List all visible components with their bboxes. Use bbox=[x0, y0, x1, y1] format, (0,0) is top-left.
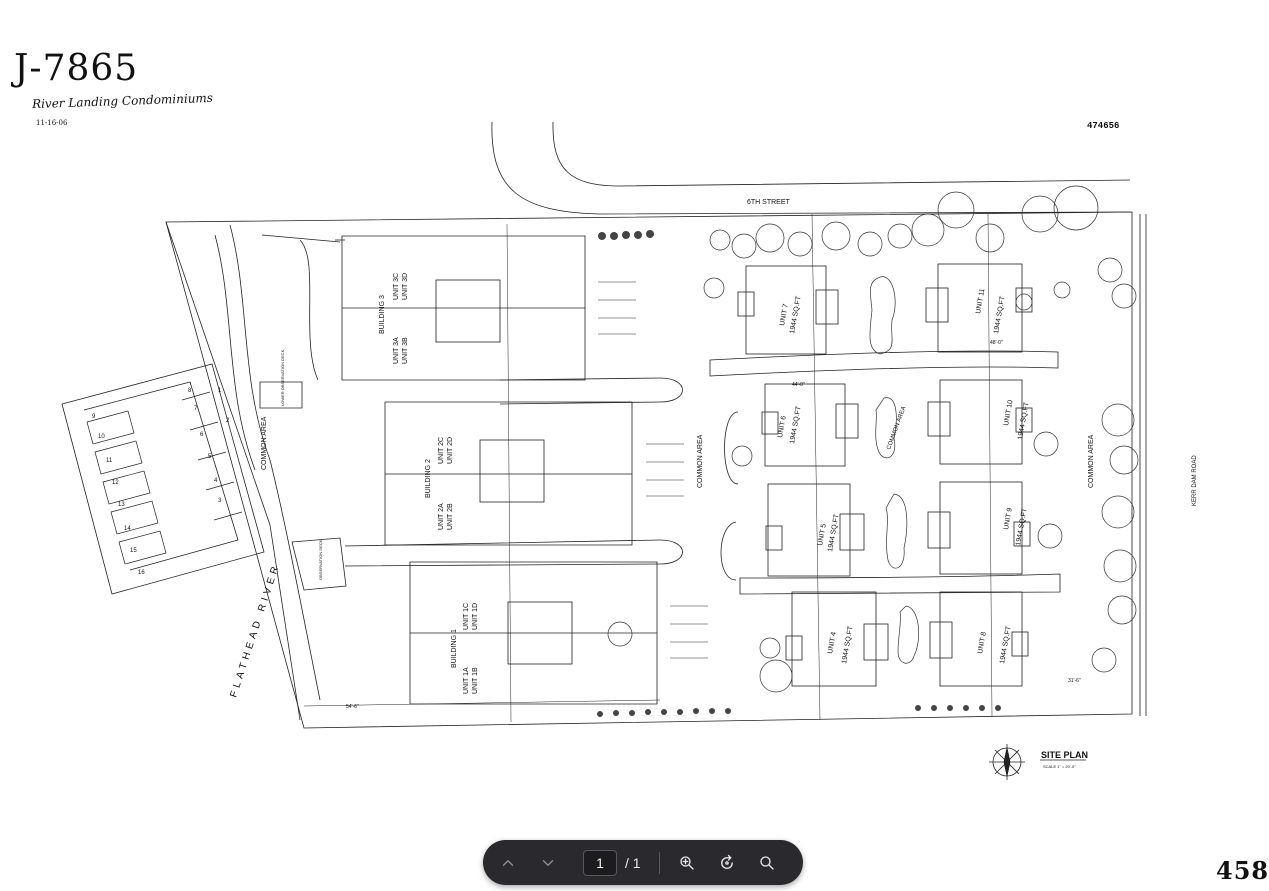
site-plan-title: SITE PLAN bbox=[1041, 750, 1088, 760]
unit-1b-label: UNIT 1B bbox=[472, 667, 479, 694]
unit-5-label: UNIT 5 bbox=[817, 523, 828, 546]
slip-number: 3 bbox=[218, 498, 222, 504]
unit-8-area: 1944 SQ.FT bbox=[999, 625, 1013, 664]
document-date: 11-16-06 bbox=[36, 119, 68, 127]
building-1-label: BUILDING 1 bbox=[451, 629, 458, 668]
unit-8-label: UNIT 8 bbox=[977, 631, 988, 654]
page-number-input[interactable] bbox=[583, 849, 617, 876]
common-area-right-label: COMMON AREA bbox=[1088, 434, 1095, 488]
building-2-label: BUILDING 2 bbox=[425, 459, 432, 498]
page-total: / 1 bbox=[625, 854, 641, 871]
unit-11-area: 1944 SQ.FT bbox=[993, 295, 1007, 334]
unit-10-area: 1944 SQ.FT bbox=[1017, 401, 1031, 440]
observation-deck-label: OBSERVATION DECK bbox=[318, 539, 323, 580]
slip-number: 12 bbox=[112, 480, 119, 486]
common-area-left-label: COMMON AREA bbox=[261, 416, 268, 470]
unit-3a-label: UNIT 3A bbox=[393, 337, 400, 364]
unit-2c-label: UNIT 2C bbox=[438, 437, 445, 464]
unit-9-area: 1944 SQ.FT bbox=[1015, 507, 1029, 546]
dimension-label: 31'-6" bbox=[1068, 678, 1081, 684]
road-label: KERR DAM ROAD bbox=[1192, 455, 1198, 506]
river-label: FLATHEAD RIVER bbox=[228, 562, 282, 699]
unit-1c-label: UNIT 1C bbox=[463, 603, 470, 630]
previous-page-button[interactable] bbox=[493, 848, 523, 878]
unit-4-area: 1944 SQ.FT bbox=[841, 625, 855, 664]
unit-7-label: UNIT 7 bbox=[779, 303, 790, 326]
building-3-label: BUILDING 3 bbox=[379, 295, 386, 334]
slip-number: 16 bbox=[138, 570, 145, 576]
unit-11-label: UNIT 11 bbox=[975, 288, 986, 314]
rotate-button[interactable] bbox=[712, 848, 742, 878]
unit-10-label: UNIT 10 bbox=[1003, 399, 1014, 426]
slip-number: 4 bbox=[214, 478, 218, 484]
unit-3c-label: UNIT 3C bbox=[393, 273, 400, 300]
slip-number: 6 bbox=[200, 432, 204, 438]
slip-number: 11 bbox=[106, 458, 113, 464]
unit-4-label: UNIT 4 bbox=[827, 631, 838, 654]
slip-number: 1 bbox=[218, 388, 222, 394]
unit-3b-label: UNIT 3B bbox=[402, 337, 409, 364]
next-page-button[interactable] bbox=[533, 848, 563, 878]
rotate-icon bbox=[720, 854, 733, 869]
stamp-number: 474656 bbox=[1087, 121, 1120, 131]
unit-5-area: 1944 SQ.FT bbox=[827, 513, 841, 552]
search-button[interactable] bbox=[752, 848, 782, 878]
pdf-viewer-toolbar: / 1 bbox=[483, 840, 803, 885]
unit-2d-label: UNIT 2D bbox=[447, 437, 454, 464]
toolbar-divider bbox=[658, 851, 660, 874]
unit-1a-label: UNIT 1A bbox=[463, 667, 470, 694]
zoom-in-button[interactable] bbox=[672, 848, 702, 878]
slip-number: 5 bbox=[208, 454, 212, 460]
slip-number: 2 bbox=[226, 418, 230, 424]
unit-7-area: 1944 SQ.FT bbox=[789, 295, 803, 334]
unit-3d-label: UNIT 3D bbox=[402, 273, 409, 300]
slip-number: 13 bbox=[118, 502, 125, 508]
slip-number: 10 bbox=[98, 434, 105, 440]
dimension-label: 48'-0" bbox=[990, 340, 1003, 346]
corner-page-number: 458 bbox=[1216, 856, 1269, 885]
unit-6-area: 1944 SQ.FT bbox=[789, 405, 803, 444]
dimension-label: 44'-0" bbox=[792, 382, 805, 388]
slip-number: 14 bbox=[124, 526, 131, 532]
chevron-down-icon bbox=[542, 859, 554, 866]
common-area-center-label: COMMON AREA bbox=[697, 434, 704, 488]
chevron-up-icon bbox=[502, 859, 514, 866]
lower-observation-deck-label: LOWER OBSERVATION DECK bbox=[280, 349, 285, 406]
unit-2b-label: UNIT 2B bbox=[447, 503, 454, 530]
unit-1d-label: UNIT 1D bbox=[472, 603, 479, 630]
zoom-in-icon bbox=[679, 855, 694, 870]
common-area-court-label: COMMON AREA bbox=[886, 406, 907, 451]
site-plan-scale: SCALE 1" = 20'-0" bbox=[1043, 764, 1076, 769]
unit-2a-label: UNIT 2A bbox=[438, 503, 445, 530]
unit-6-label: UNIT 6 bbox=[777, 415, 788, 438]
street-label: 6TH STREET bbox=[747, 199, 791, 206]
search-icon bbox=[759, 855, 774, 870]
job-number: J-7865 bbox=[14, 48, 139, 89]
slip-number: 15 bbox=[130, 548, 137, 554]
unit-9-label: UNIT 9 bbox=[1003, 507, 1014, 530]
slip-number: 9 bbox=[92, 414, 96, 420]
slip-number: 7 bbox=[194, 406, 198, 412]
dimension-label: 54'-6" bbox=[346, 704, 359, 710]
slip-number: 8 bbox=[188, 388, 192, 394]
